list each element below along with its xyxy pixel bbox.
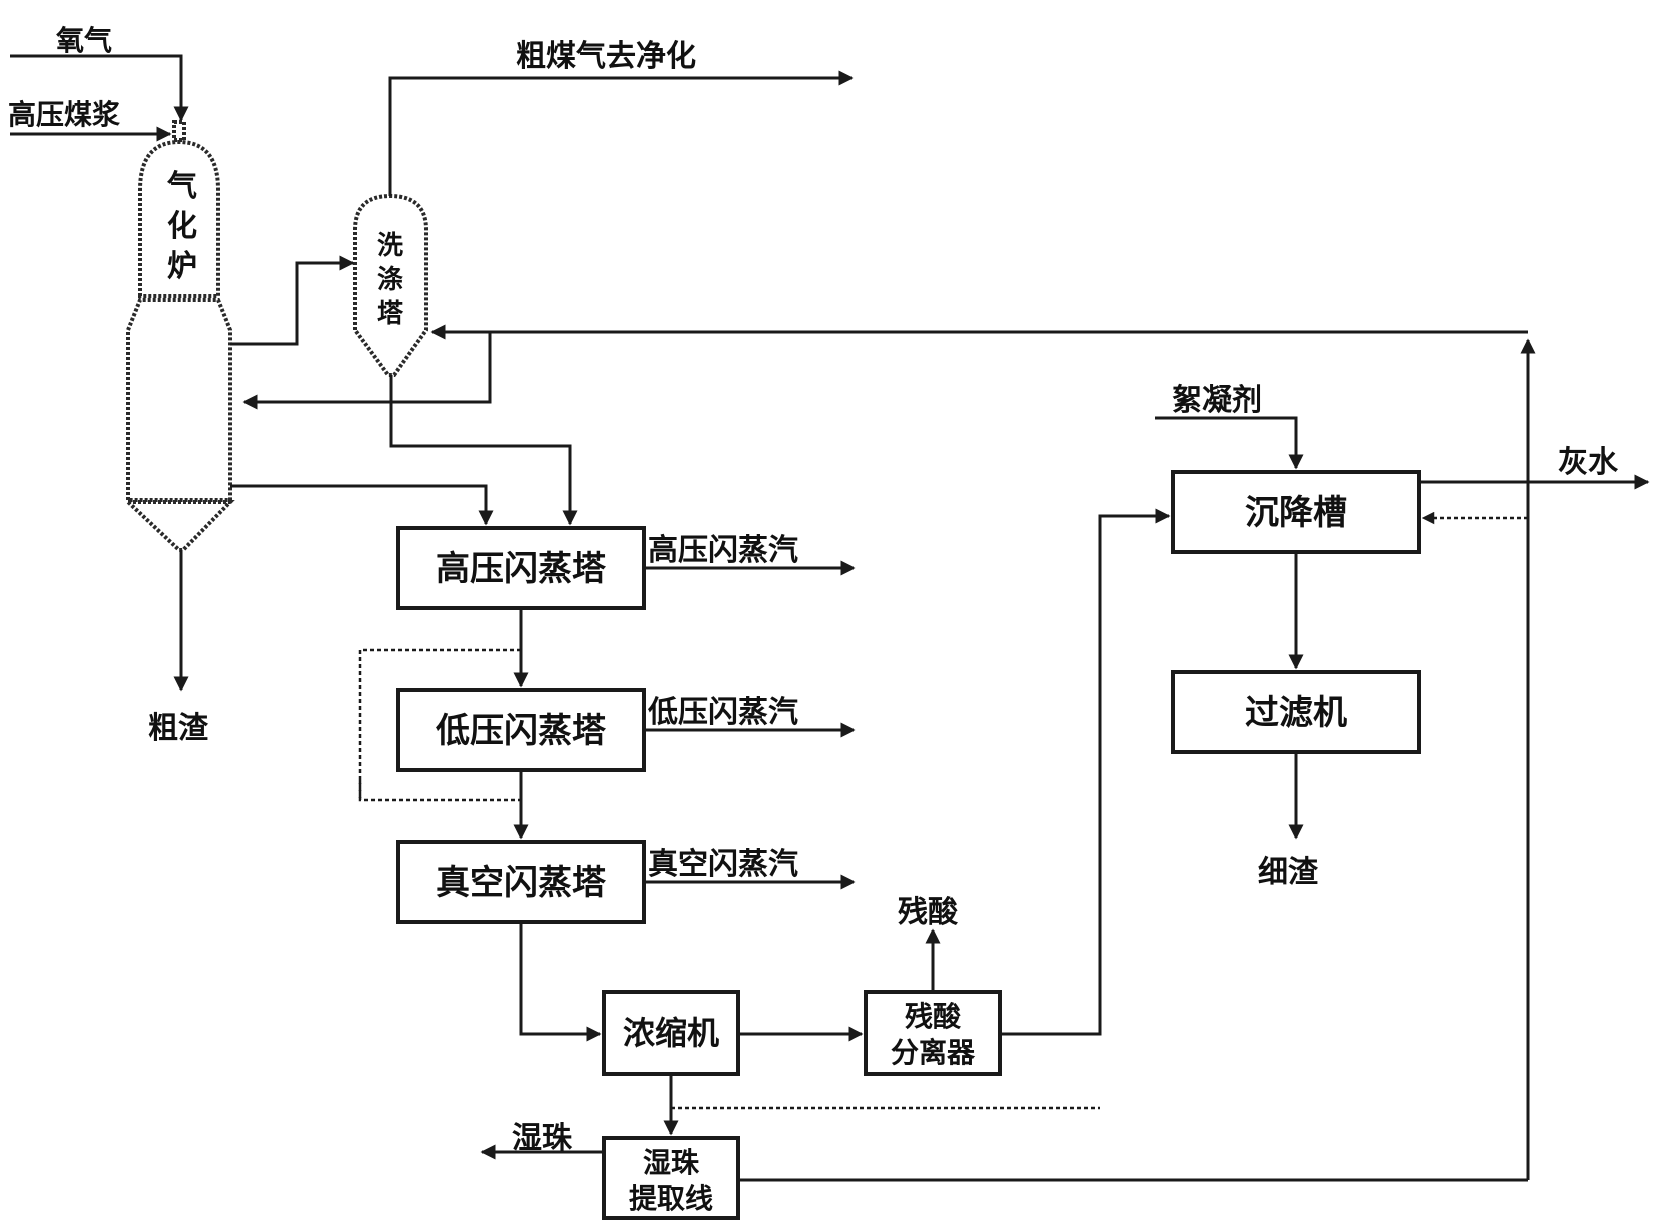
residual-acid-label: 残酸 (898, 895, 959, 930)
hp-flash-tower-label: 高压闪蒸塔 (436, 549, 607, 589)
filter-box (1171, 670, 1421, 754)
extraction-line-label-2: 提取线 (629, 1182, 713, 1215)
wet-bead-label: 湿珠 (512, 1121, 573, 1156)
gasifier-label-3: 炉 (167, 249, 197, 284)
thickener-label: 浓缩机 (623, 1014, 719, 1052)
hp-flash-steam-label: 高压闪蒸汽 (648, 533, 798, 568)
flocculant-label: 絮凝剂 (1172, 383, 1262, 418)
settling-tank-label: 沉降槽 (1245, 493, 1347, 533)
filter-label: 过滤机 (1245, 693, 1347, 733)
coal-slurry-label: 高压煤浆 (8, 98, 121, 131)
acid-separator-box (864, 990, 1002, 1076)
scrubber-label-1: 洗 (377, 231, 403, 261)
gasifier-label-1: 气 (167, 169, 197, 204)
vacuum-flash-steam-label: 真空闪蒸汽 (648, 847, 798, 882)
gasifier-label-2: 化 (167, 209, 197, 244)
oxygen-label: 氧气 (56, 24, 112, 57)
acid-separator-label-2: 分离器 (891, 1036, 976, 1069)
hp-flash-tower-box (396, 526, 646, 610)
lp-flash-steam-label: 低压闪蒸汽 (647, 695, 798, 730)
thickener-box (602, 990, 740, 1076)
settling-tank-box (1171, 470, 1421, 554)
dashed-lines (358, 511, 1528, 1110)
extraction-line-box (602, 1136, 740, 1220)
scrubber-label-2: 涤 (377, 265, 403, 295)
extraction-line-label-1: 湿珠 (643, 1146, 700, 1179)
acid-separator-label-1: 残酸 (905, 1000, 962, 1033)
gasifier-vessel (122, 120, 235, 552)
fine-slag-label: 细渣 (1258, 855, 1319, 890)
raw-syngas-label: 粗煤气去净化 (516, 39, 696, 74)
lp-flash-tower-label: 低压闪蒸塔 (436, 711, 607, 751)
scrubber-label-3: 塔 (377, 299, 404, 329)
ash-water-label: 灰水 (1558, 445, 1619, 480)
scrubber-vessel (353, 193, 428, 377)
coarse-slag-label: 粗渣 (148, 711, 209, 746)
lp-flash-tower-box (396, 688, 646, 772)
flow-lines (10, 54, 1650, 1182)
vacuum-flash-tower-label: 真空闪蒸塔 (436, 863, 607, 903)
